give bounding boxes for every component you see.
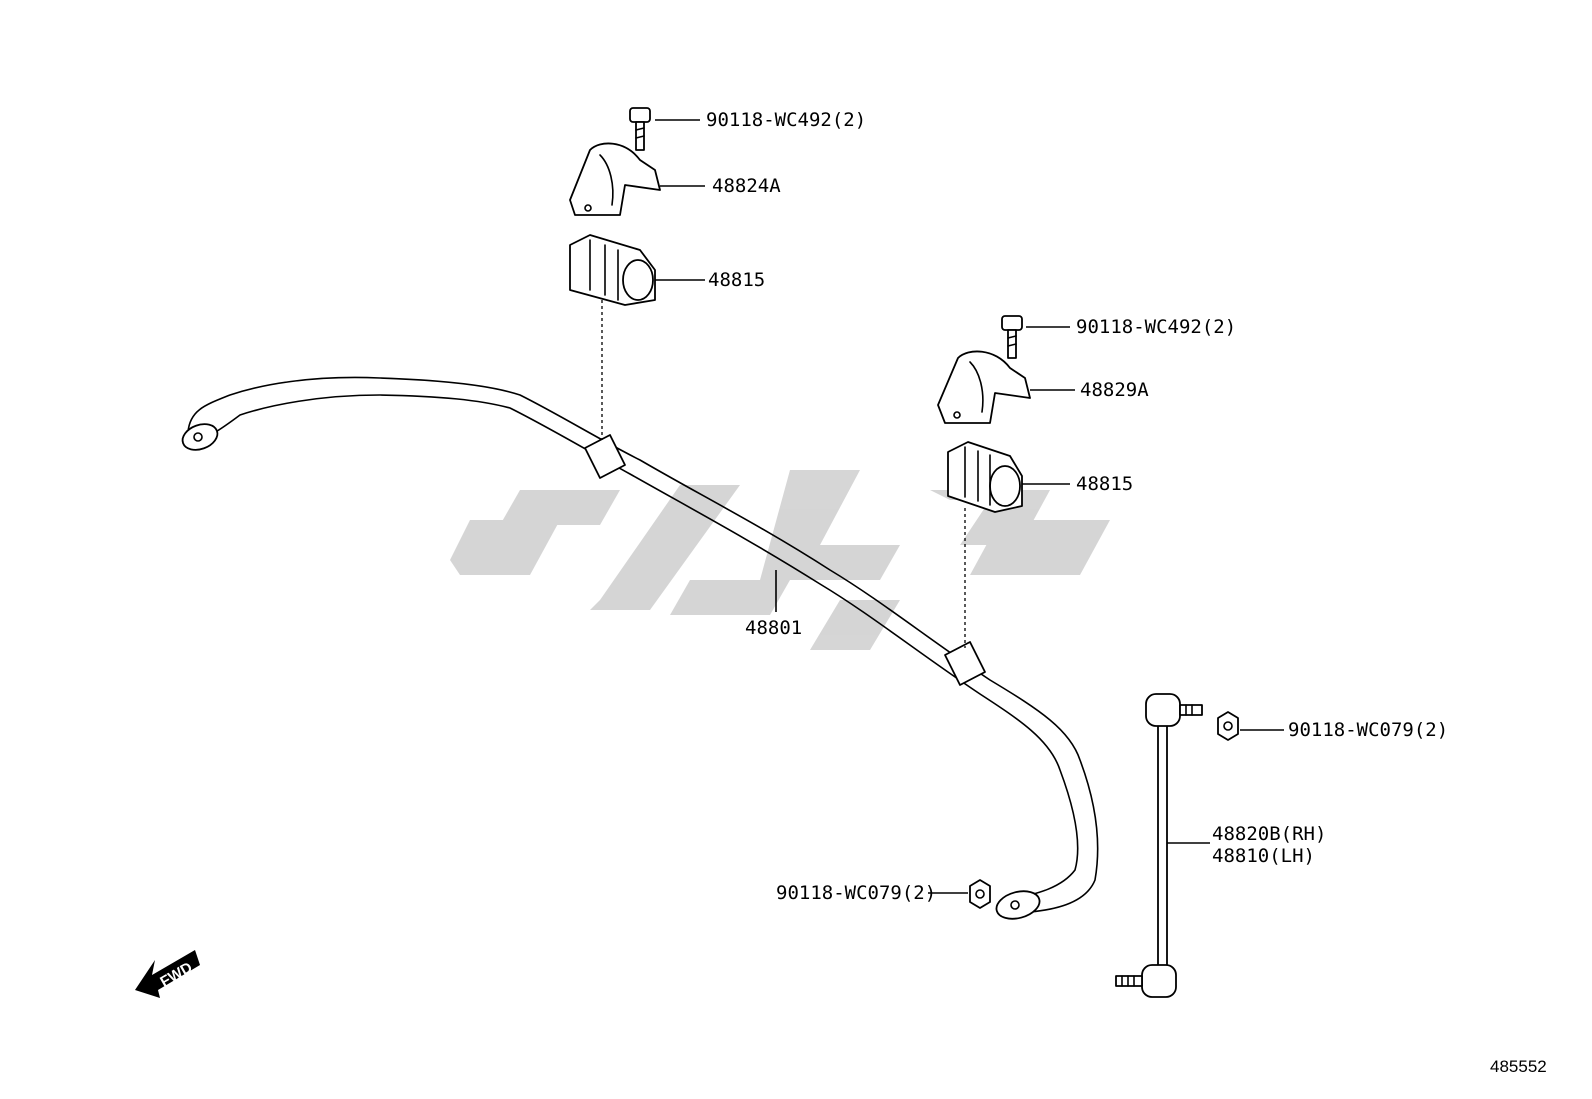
label-bolt-upper-right: 90118-WC492(2) — [1076, 316, 1236, 338]
label-bracket-left: 48824A — [712, 175, 781, 197]
bushing-left-icon — [569, 234, 656, 306]
illustration-id: 485552 — [1490, 1057, 1547, 1076]
bolt-upper-right-icon — [1001, 315, 1023, 359]
label-bushing-right: 48815 — [1076, 473, 1133, 495]
stabilizer-link-icon — [1115, 693, 1203, 998]
label-bushing-left: 48815 — [708, 269, 765, 291]
label-bolt-upper-left: 90118-WC492(2) — [706, 109, 866, 131]
label-stabilizer-bar: 48801 — [745, 617, 802, 639]
label-bracket-right: 48829A — [1080, 379, 1149, 401]
nut-bottom-icon — [969, 879, 991, 909]
bracket-right-icon — [937, 350, 1031, 424]
label-nut-bottom: 90118-WC079(2) — [776, 882, 936, 904]
label-nut-right: 90118-WC079(2) — [1288, 719, 1448, 741]
stabilizer-bar — [181, 376, 1099, 920]
bolt-upper-left-icon — [629, 107, 651, 151]
fwd-arrow-icon: FWD — [135, 950, 200, 998]
watermark-logo — [450, 470, 1110, 650]
label-link-rh: 48820B(RH) — [1212, 823, 1326, 845]
nut-right-icon — [1217, 711, 1239, 741]
bushing-right-icon — [947, 441, 1023, 513]
label-link-lh: 48810(LH) — [1212, 845, 1315, 867]
bracket-left-icon — [569, 142, 661, 216]
